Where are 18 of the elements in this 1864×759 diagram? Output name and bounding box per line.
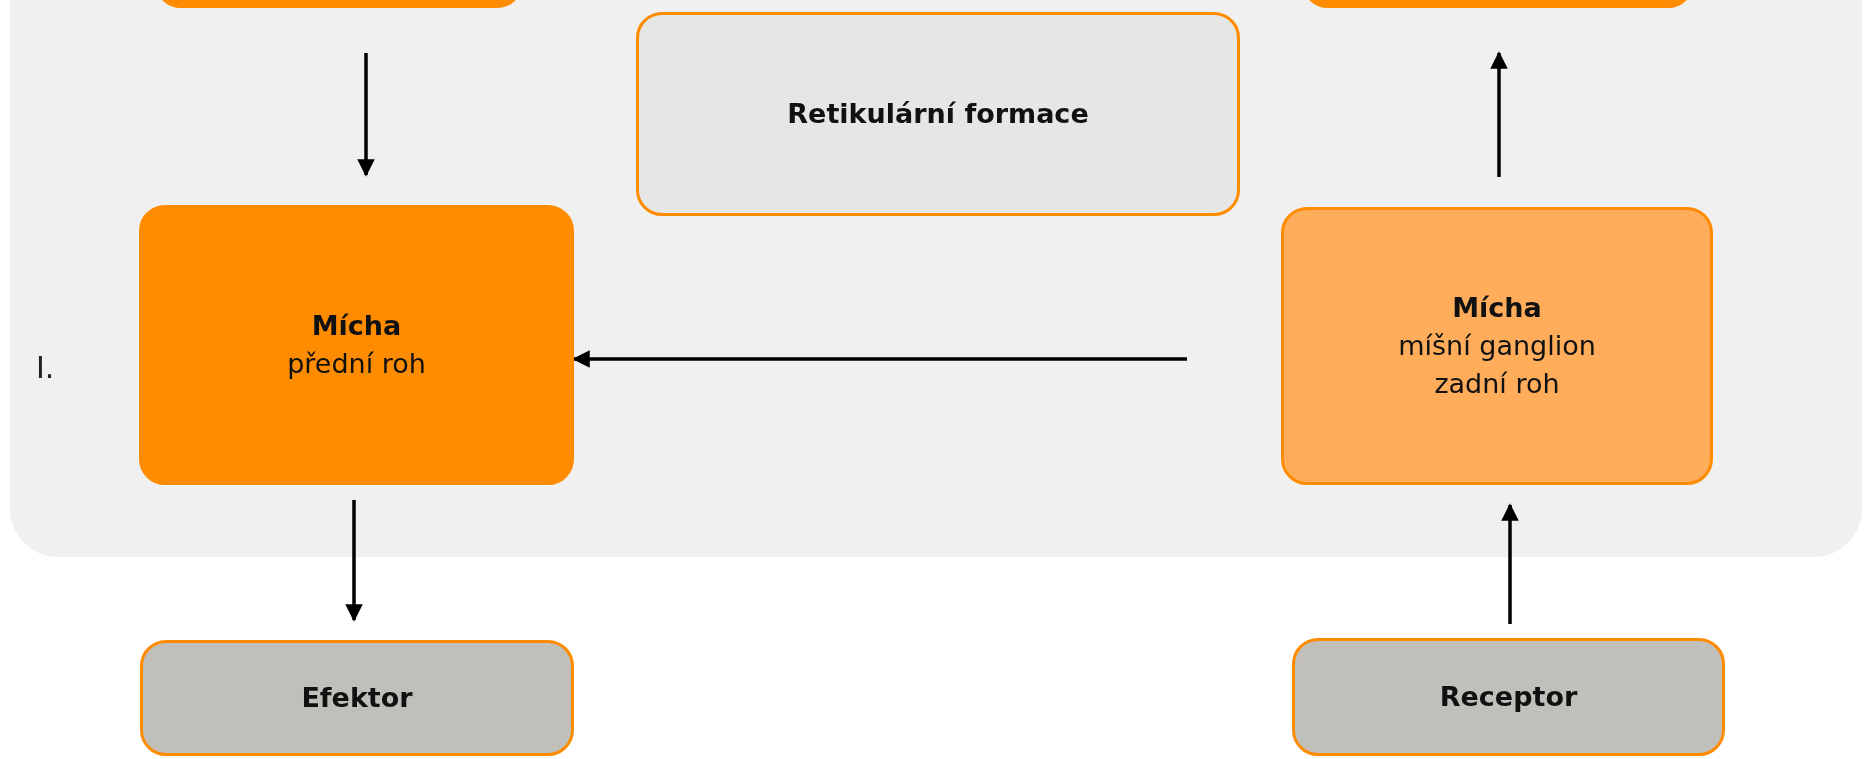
arrow — [572, 350, 1187, 368]
node-title: Mícha — [311, 309, 402, 344]
process-box — [1281, 207, 1713, 485]
process-box — [140, 640, 574, 756]
process-box — [1292, 638, 1725, 756]
process-box — [139, 205, 574, 485]
node-title: Efektor — [301, 681, 413, 716]
node-text: míšní ganglion zadní roh — [1397, 329, 1597, 401]
node-title: Mícha — [1452, 291, 1542, 326]
arrow — [345, 500, 363, 622]
arrow — [1490, 51, 1508, 177]
node-title: Receptor — [1439, 680, 1578, 715]
node-text: přední roh — [287, 347, 426, 381]
arrow — [1501, 503, 1519, 624]
arrow — [357, 53, 375, 177]
section-label: I. — [36, 350, 55, 385]
node-title: Retikulární formace — [787, 97, 1089, 132]
process-box — [636, 12, 1240, 216]
